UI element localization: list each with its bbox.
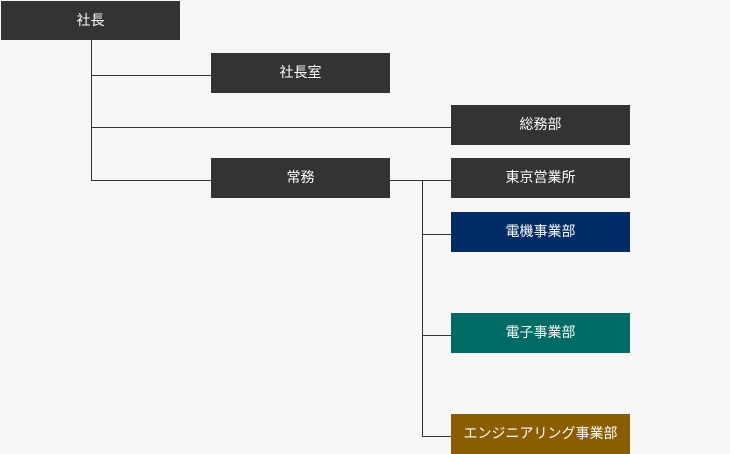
connector-electronics	[422, 335, 451, 336]
general-affairs-box: 総務部	[451, 105, 630, 145]
president-label: 社長	[76, 12, 105, 29]
engineering-label: エンジニアリング事業部	[463, 426, 618, 442]
electronics-label: 電子事業部	[505, 325, 576, 341]
tokyo-office-box: 東京営業所	[451, 158, 630, 198]
president-box: 社長	[1, 1, 180, 40]
connector-managing-director	[91, 180, 211, 181]
engineering-box: エンジニアリング事業部	[451, 414, 630, 454]
connector-managing-director-trunk	[422, 180, 423, 437]
connector-presidents-office	[91, 75, 211, 76]
managing-director-label: 常務	[286, 170, 315, 186]
presidents-office-box: 社長室	[211, 53, 390, 93]
electric-machinery-label: 電機事業部	[505, 224, 576, 240]
connector-electric-machinery	[422, 234, 451, 235]
electronics-box: 電子事業部	[451, 313, 630, 353]
connector-general-affairs	[91, 127, 451, 128]
connector-managing-director-out	[390, 180, 451, 181]
presidents-office-label: 社長室	[279, 65, 322, 81]
general-affairs-label: 総務部	[519, 117, 562, 133]
electric-machinery-box: 電機事業部	[451, 212, 630, 252]
connector-engineering	[422, 436, 451, 437]
managing-director-box: 常務	[211, 158, 390, 198]
tokyo-office-label: 東京営業所	[505, 170, 576, 186]
connector-president-trunk	[91, 40, 92, 181]
